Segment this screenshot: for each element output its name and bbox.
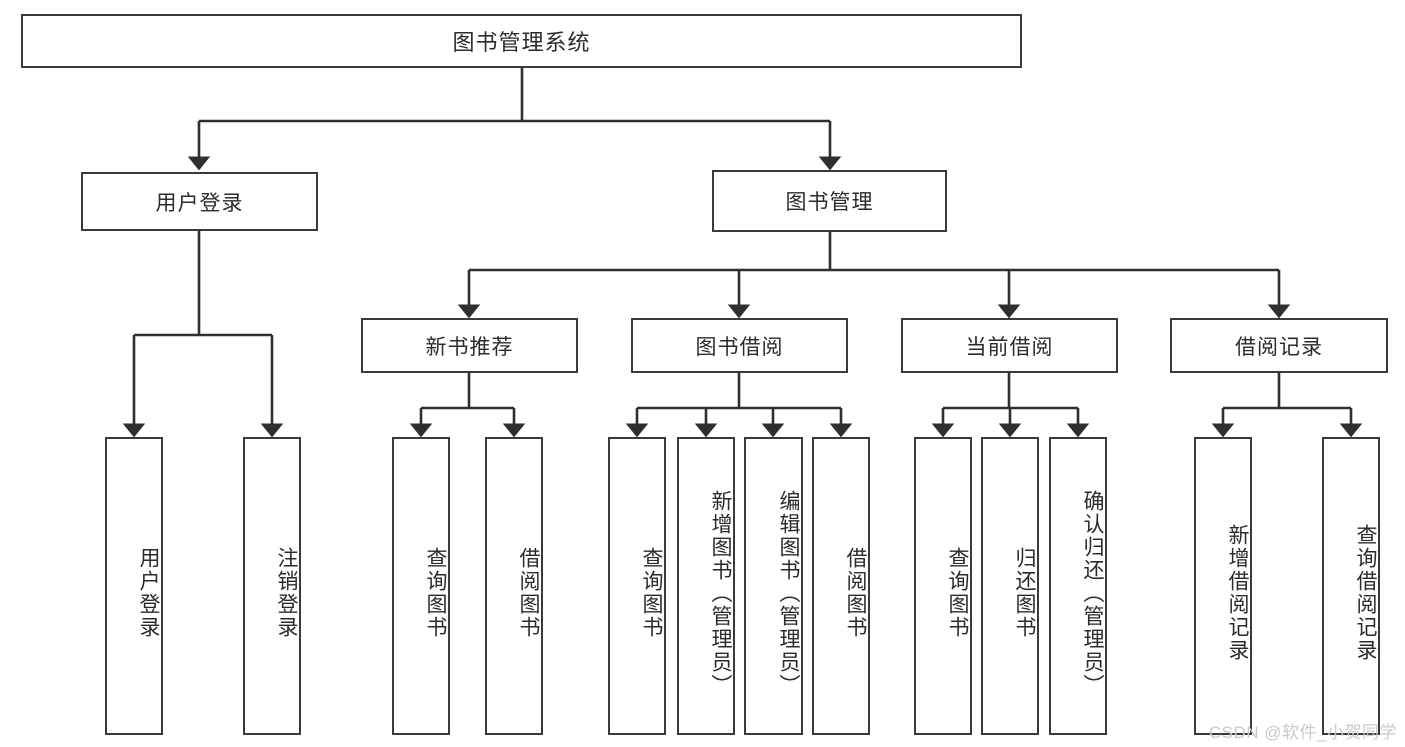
leaf-add-borrow-record[interactable]: 新增借阅记录: [1194, 437, 1252, 735]
leaf-user-login[interactable]: 用户登录: [105, 437, 163, 735]
leaf-add-book-admin[interactable]: 新增图书（管理员）: [677, 437, 735, 735]
leaf-borrow-book-recommend[interactable]: 借阅图书: [485, 437, 543, 735]
watermark: CSDN @软件_小贺同学: [1208, 723, 1397, 742]
node-borrow-record[interactable]: 借阅记录: [1170, 318, 1388, 373]
leaf-query-book-borrow[interactable]: 查询图书: [608, 437, 666, 735]
leaf-query-book-current[interactable]: 查询图书: [914, 437, 972, 735]
node-user-login[interactable]: 用户登录: [81, 172, 318, 231]
node-new-book-recommend[interactable]: 新书推荐: [361, 318, 578, 373]
leaf-edit-book-admin[interactable]: 编辑图书（管理员）: [744, 437, 803, 735]
node-root[interactable]: 图书管理系统: [21, 14, 1022, 68]
leaf-query-book-recommend[interactable]: 查询图书: [392, 437, 450, 735]
leaf-borrow-book[interactable]: 借阅图书: [812, 437, 870, 735]
node-book-management[interactable]: 图书管理: [712, 170, 947, 232]
leaf-return-book[interactable]: 归还图书: [981, 437, 1039, 735]
leaf-confirm-return-admin[interactable]: 确认归还（管理员）: [1049, 437, 1107, 735]
leaf-query-borrow-record[interactable]: 查询借阅记录: [1322, 437, 1380, 735]
node-current-borrow[interactable]: 当前借阅: [901, 318, 1118, 373]
node-book-borrow[interactable]: 图书借阅: [631, 318, 848, 373]
leaf-logout-login[interactable]: 注销登录: [243, 437, 301, 735]
